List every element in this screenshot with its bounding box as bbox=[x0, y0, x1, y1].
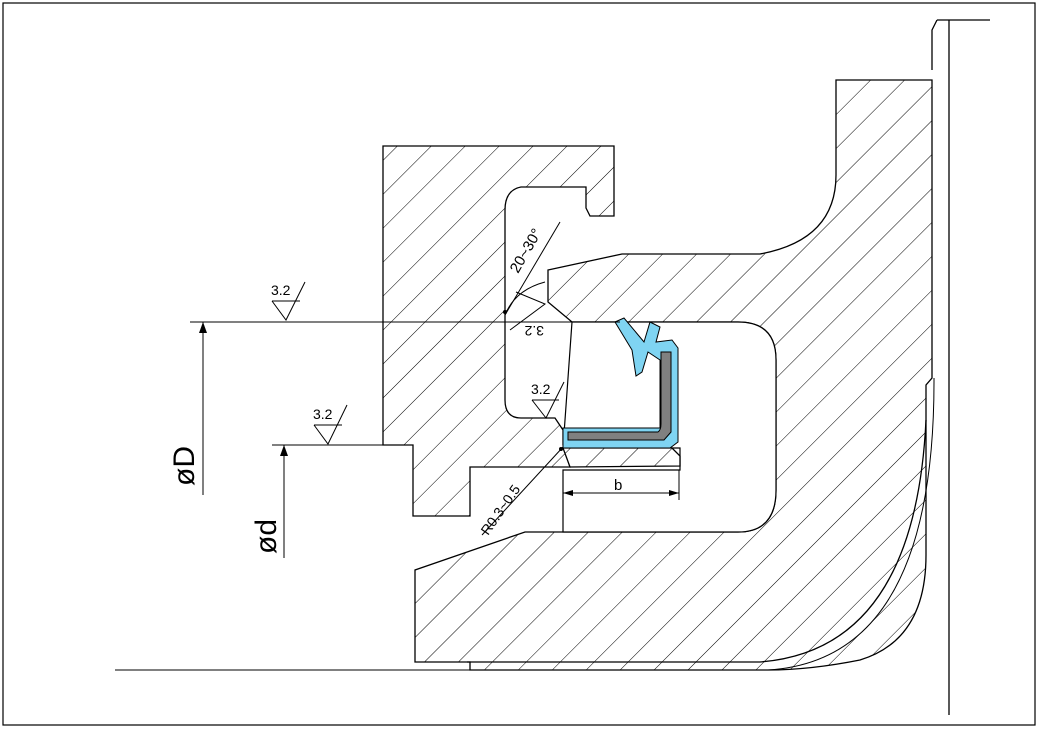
chamfer-angle-label: 20~30° bbox=[507, 226, 546, 276]
diameter-d-label: ød bbox=[250, 519, 283, 554]
roughness-symbol-seat: 3.2 bbox=[531, 381, 565, 419]
svg-text:3.2: 3.2 bbox=[531, 381, 551, 397]
svg-text:3.2: 3.2 bbox=[271, 282, 291, 298]
roughness-symbol-bore: 3.2 bbox=[271, 281, 306, 321]
svg-text:3.2: 3.2 bbox=[524, 323, 544, 339]
housing-wall bbox=[931, 19, 990, 715]
shaft-sleeve bbox=[467, 419, 927, 663]
svg-text:3.2: 3.2 bbox=[313, 406, 333, 422]
fillet-radius-label: R0.3~0.5 bbox=[477, 482, 523, 538]
roughness-symbol-shaft: 3.2 bbox=[313, 404, 348, 445]
diameter-D-dimension: øD bbox=[168, 322, 207, 495]
metal-insert bbox=[567, 351, 672, 441]
diameter-D-label: øD bbox=[168, 446, 201, 486]
roughness-symbol-chamfer: 3.2 bbox=[509, 291, 547, 339]
diameter-d-dimension: ød bbox=[250, 445, 288, 558]
lip-seal bbox=[562, 317, 679, 449]
seal-seat bbox=[562, 447, 681, 468]
width-b-dimension: b bbox=[562, 470, 680, 500]
width-b-label: b bbox=[614, 477, 622, 494]
